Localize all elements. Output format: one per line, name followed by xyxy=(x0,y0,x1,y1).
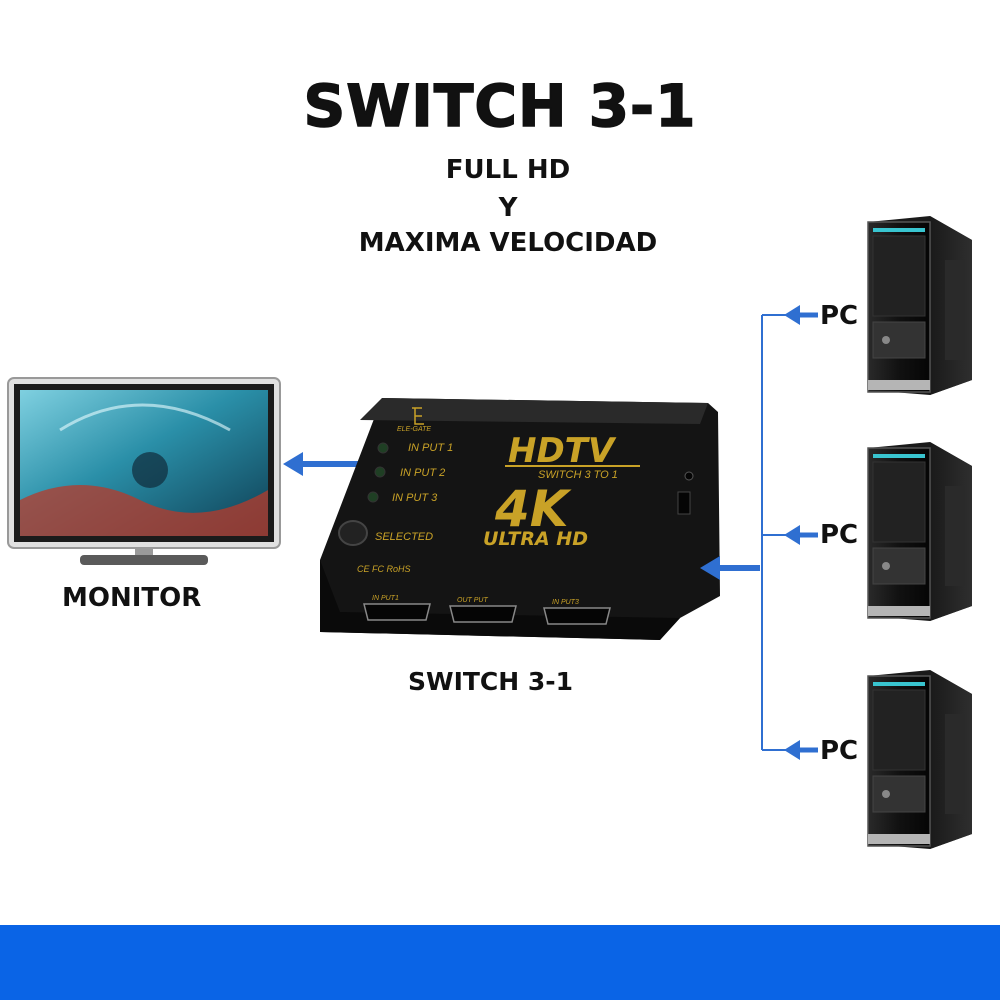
port-output: OUT PUT xyxy=(449,597,517,623)
svg-text:OUT PUT: OUT PUT xyxy=(457,597,488,604)
pc3-label: PC xyxy=(820,736,859,766)
led-input3 xyxy=(367,491,379,503)
page-title: SWITCH 3-1 xyxy=(303,71,697,141)
monitor-label: MONITOR xyxy=(62,583,202,613)
svg-text:IN PUT3: IN PUT3 xyxy=(552,599,579,606)
hdtv-label: HDTV xyxy=(508,431,617,471)
subtitle-y: Y xyxy=(498,193,518,223)
svg-text:IN PUT1: IN PUT1 xyxy=(372,595,399,602)
led-input1 xyxy=(377,442,389,454)
input3-label: IN PUT 3 xyxy=(392,492,438,504)
port-input3: IN PUT3 xyxy=(543,599,611,625)
hdmi-switch-device: ELE-GATE IN PUT 1 IN PUT 2 IN PUT 3 SELE… xyxy=(320,398,720,640)
input2-label: IN PUT 2 xyxy=(400,467,445,479)
input1-label: IN PUT 1 xyxy=(408,442,453,454)
pc1-label: PC xyxy=(820,301,859,331)
arrow-pc1 xyxy=(784,305,818,325)
port-input1: IN PUT1 xyxy=(363,595,431,621)
pc2-label: PC xyxy=(820,520,859,550)
pc-tower-1 xyxy=(867,216,972,395)
arrow-pc2 xyxy=(784,525,818,545)
arrow-to-switch xyxy=(700,556,760,580)
ultra-hd-label: ULTRA HD xyxy=(483,528,588,550)
pc-tower-2 xyxy=(867,442,972,621)
side-usb-port xyxy=(677,491,691,515)
certifications-label: CE FC RoHS xyxy=(357,564,411,574)
selected-label: SELECTED xyxy=(375,531,433,543)
switch-label: SWITCH 3-1 xyxy=(408,667,574,696)
subtitle-full-hd: FULL HD xyxy=(445,155,571,185)
4k-label: 4K xyxy=(494,480,572,538)
subtitle-maxima-velocidad: MAXIMA VELOCIDAD xyxy=(358,228,658,258)
arrow-to-monitor xyxy=(283,452,362,476)
monitor xyxy=(7,377,281,565)
bottom-bar xyxy=(0,925,1000,1000)
monitor-stand xyxy=(80,555,208,565)
led-input2 xyxy=(374,466,386,478)
brand-label: ELE-GATE xyxy=(397,426,431,433)
select-button xyxy=(338,520,368,546)
side-dc-jack xyxy=(684,471,694,481)
monitor-neck xyxy=(135,548,153,556)
pc-tower-3 xyxy=(867,670,972,849)
arrow-pc3 xyxy=(784,740,818,760)
switch-3-to-1-label: SWITCH 3 TO 1 xyxy=(538,469,618,481)
